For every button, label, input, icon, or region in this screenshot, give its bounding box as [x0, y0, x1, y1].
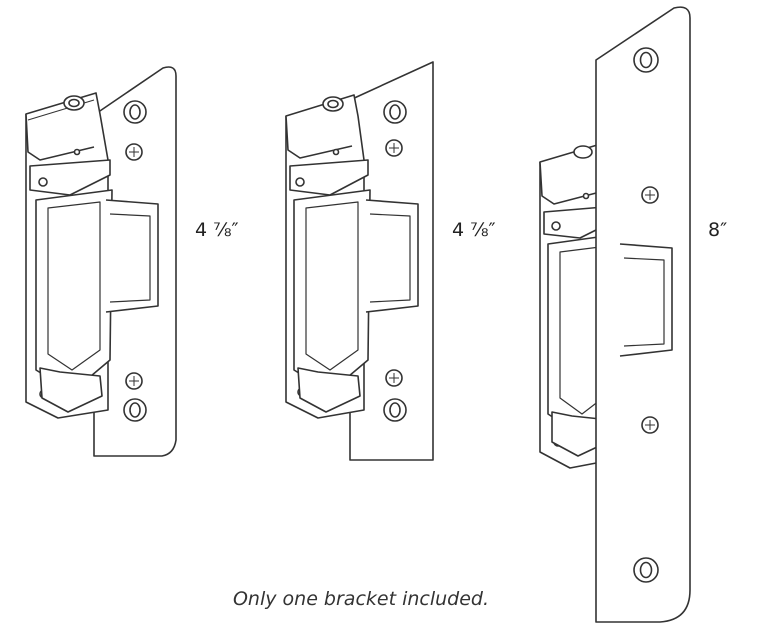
strike-right-dimension: 8″	[708, 219, 727, 241]
caption: Only one bracket included.	[232, 588, 490, 610]
strike-middle-dimension: 4 ⅞″	[452, 219, 496, 241]
strike-left	[25, 66, 177, 457]
strike-right	[539, 6, 691, 623]
strike-left-dimension: 4 ⅞″	[195, 219, 239, 241]
strike-middle	[285, 61, 434, 461]
